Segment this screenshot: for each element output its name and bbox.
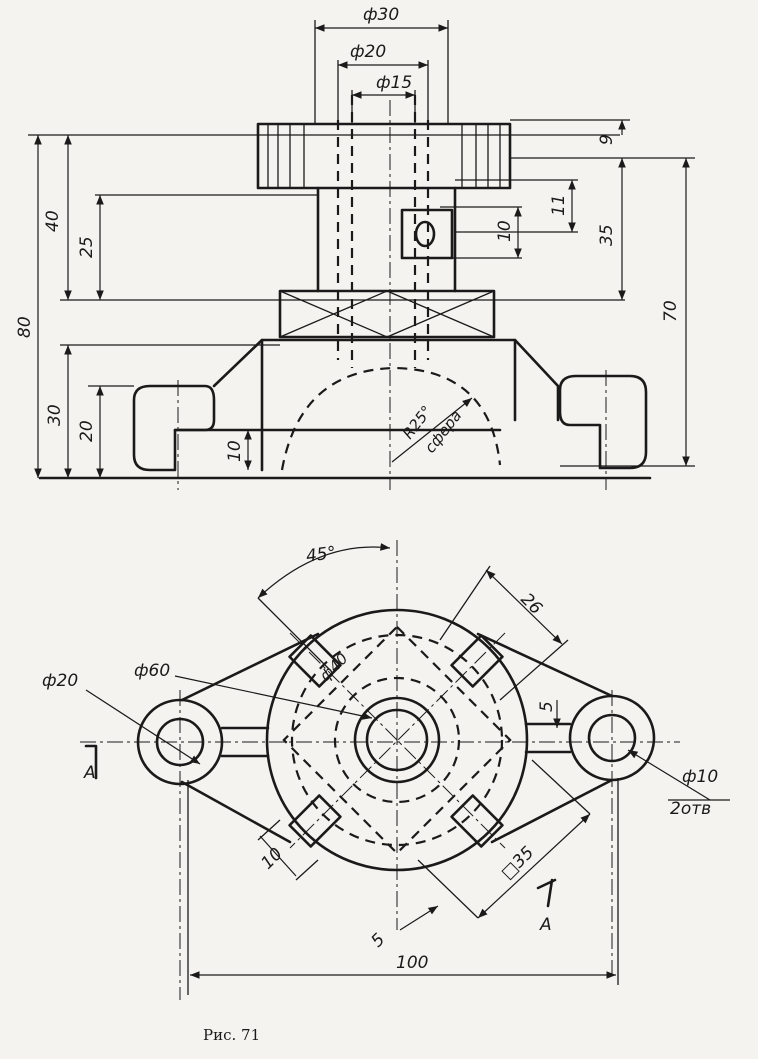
section-label-left: A <box>83 763 96 783</box>
dim-h70: 70 <box>661 300 681 322</box>
dim-5b-line <box>399 905 439 931</box>
square-block-cross <box>279 290 495 338</box>
angle-arc <box>257 543 391 599</box>
section-mark-left <box>84 744 98 780</box>
dim-angle45: 45° <box>305 543 338 567</box>
dim-h35: 35 <box>597 224 617 246</box>
dim-h11: 11 <box>549 194 569 216</box>
top-view: 45° 26 ф20 ф60 ф40 5 ф10 2отв 10 □35 5 1… <box>42 540 730 1000</box>
top-flange <box>256 122 512 190</box>
body-outline <box>173 338 560 432</box>
dim-10-line <box>259 835 297 877</box>
dim-h40: 40 <box>43 210 63 232</box>
flange-knurl <box>267 124 501 188</box>
left-lug <box>132 384 216 472</box>
dim-5a: 5 <box>537 701 557 712</box>
top-diag-centerline-1 <box>289 632 506 849</box>
dim-100: 100 <box>396 953 428 973</box>
figure-caption: Рис. 71 <box>203 1026 261 1044</box>
dim-sq35: □35 <box>497 843 538 884</box>
dim-h10b: 10 <box>495 220 515 242</box>
dim-holes: 2отв <box>670 799 711 819</box>
sphere-hidden-arc <box>280 366 502 471</box>
dim-h20: 20 <box>77 420 97 442</box>
dim-d15: ф15 <box>376 73 412 93</box>
dim-d40: ф40 <box>316 650 351 685</box>
dim-10-top: 10 <box>257 844 286 873</box>
dim-h10: 10 <box>225 440 245 462</box>
dim-h25: 25 <box>77 236 97 258</box>
dim-sq35-line <box>477 813 591 919</box>
right-lug <box>558 374 648 470</box>
right-lug-hole <box>587 713 637 763</box>
leader-d20 <box>85 689 201 765</box>
dim-d20: ф20 <box>350 42 386 62</box>
dim-26-line <box>485 569 563 645</box>
hull-tangents <box>180 632 614 844</box>
dim-d10: ф10 <box>682 767 718 787</box>
lug-ribs <box>220 722 572 758</box>
section-label-right: A <box>539 915 552 935</box>
dim-26: 26 <box>516 589 546 619</box>
dim-d60: ф60 <box>134 661 170 681</box>
dim-5b: 5 <box>367 930 389 952</box>
square-block <box>278 289 496 339</box>
dim-d20-top: ф20 <box>42 671 78 691</box>
front-view: ф30 ф20 ф15 9 40 25 80 30 20 10 11 10 35… <box>15 5 695 490</box>
dim-r25-leader <box>391 397 473 463</box>
side-window <box>400 208 454 260</box>
leader-d60 <box>174 675 373 720</box>
section-mark-right <box>536 878 557 908</box>
leader-d10 <box>627 749 711 801</box>
dim-h9: 9 <box>597 134 617 145</box>
dim-h80: 80 <box>15 316 35 338</box>
dim-d30: ф30 <box>363 5 399 25</box>
side-hole <box>414 220 436 248</box>
top-diag-centerline-2 <box>289 632 506 849</box>
dim-h30: 30 <box>45 404 65 426</box>
